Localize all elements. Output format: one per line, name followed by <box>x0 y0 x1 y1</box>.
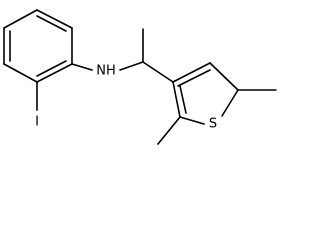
nitrogen-carbon-bond <box>119 61 144 71</box>
thiophene-bond <box>209 62 239 91</box>
thiophene-bond <box>172 62 211 83</box>
benzene-double-bond <box>36 60 67 77</box>
iodine-label: I <box>35 115 39 130</box>
thiophene-bond <box>179 116 205 125</box>
benzene-double-bond <box>36 15 67 32</box>
sulfur-label: S <box>209 117 217 132</box>
benzene-bond <box>3 9 38 29</box>
amine-label: NH <box>96 64 116 79</box>
carbon-nitrogen-bond <box>71 63 93 71</box>
thiophene-bond <box>221 89 239 117</box>
benzene-ring <box>3 9 73 83</box>
ch-thiophene-bond <box>142 61 174 83</box>
benzene-bond <box>36 63 73 83</box>
thiophene-double-bond <box>179 85 187 114</box>
structure-diagram: I NH S <box>3 9 277 145</box>
thiophene-bond <box>172 81 181 118</box>
thiophene-double-bond <box>177 69 211 87</box>
benzene-bond <box>3 63 38 83</box>
benzene-bond <box>36 9 73 29</box>
thiophene-ring <box>172 62 239 125</box>
methyl-bond <box>157 116 181 145</box>
